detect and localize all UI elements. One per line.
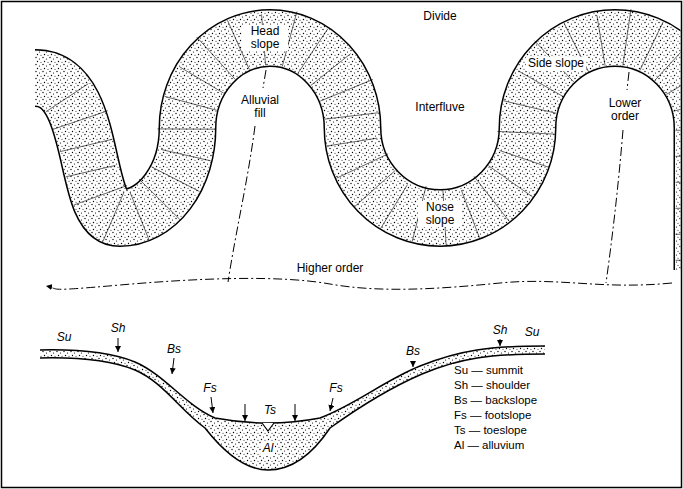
slope-label: Head slope [242, 25, 288, 51]
drainage-line [676, 234, 681, 235]
divide-label: Divide [421, 10, 458, 23]
drainage-line [500, 151, 548, 168]
drainage-line [666, 65, 680, 94]
valley-line [263, 70, 266, 88]
drainage-line [74, 186, 128, 206]
band-stipple [35, 38, 681, 270]
drainage-line [640, 22, 663, 71]
drainage-line [165, 96, 217, 110]
key-entry: Fs — footslope [452, 409, 533, 422]
drainage-line [676, 130, 681, 131]
drainage-line [497, 131, 554, 134]
drainage-line [320, 79, 373, 101]
drainage-line [504, 101, 557, 113]
ground-surface [40, 346, 545, 423]
key-entry: Sh — shoulder [452, 379, 532, 392]
drainage-line [673, 98, 680, 111]
valley-line [228, 126, 255, 282]
drainage-line [161, 149, 211, 160]
drainage-line [676, 156, 681, 157]
stream-lines [46, 70, 672, 289]
valley-label: Alluvial fill [233, 94, 287, 120]
higher-order-stream [46, 278, 672, 289]
drainage-line [381, 185, 408, 229]
position-label: Fs [327, 382, 344, 395]
position-label: Al [261, 442, 276, 455]
channel-notch [262, 423, 274, 431]
drainage-line [157, 128, 214, 129]
position-label: Bs [165, 343, 183, 356]
drainage-line [355, 170, 395, 206]
valley-line [627, 72, 629, 90]
drainage-line [597, 15, 605, 65]
band-ground [35, 38, 681, 270]
drainage-lines [46, 9, 681, 260]
drainage-line [197, 37, 235, 79]
position-arrows [118, 338, 500, 421]
drainage-line [54, 111, 108, 129]
cross-section [40, 338, 545, 470]
slope-label: Side slope [526, 57, 586, 70]
drainage-line [325, 113, 379, 119]
drainage-line [152, 167, 200, 192]
key-entry: Su — summit [452, 364, 525, 377]
drainage-line [180, 67, 224, 93]
position-label: Bs [404, 345, 422, 358]
key-entry: Al — alluvium [452, 439, 526, 452]
drainage-line [474, 176, 509, 221]
soil-layer [40, 346, 545, 470]
band-outline [35, 38, 681, 270]
position-label: Su [523, 326, 542, 339]
position-label: Fs [201, 382, 218, 395]
drainage-line [461, 190, 479, 238]
position-label: Sh [491, 324, 510, 337]
interfluve-label: Interfluve [413, 101, 466, 114]
position-label: Sh [109, 322, 128, 335]
drainage-line [66, 165, 116, 176]
drainage-line [327, 138, 377, 146]
drainage-line [139, 179, 179, 219]
drainage-line [298, 29, 328, 74]
slope-band [35, 9, 681, 270]
stream-order-label: Lower order [601, 97, 649, 123]
position-label: Ts [262, 404, 278, 417]
slope-label: Nose slope [418, 201, 462, 227]
key-entry: Bs — backslope [452, 394, 539, 407]
drainage-line [488, 166, 532, 197]
drainage-line [337, 154, 389, 178]
drainage-line [655, 43, 681, 80]
valley-line [606, 130, 623, 283]
drainage-line [676, 208, 681, 209]
drainage-line [676, 182, 681, 183]
drainage-line [46, 84, 89, 112]
drainage-line [130, 192, 149, 239]
position-label: Su [55, 331, 74, 344]
drainage-line [311, 54, 351, 86]
bedrock-contact [40, 354, 545, 470]
key-entry: Ts — toeslope [452, 424, 529, 437]
drainage-line [518, 71, 562, 96]
drainage-line [623, 9, 631, 65]
drainage-line [103, 192, 124, 242]
drainage-line [676, 260, 681, 261]
stream-order-label: Higher order [295, 262, 366, 275]
drainage-line [60, 139, 113, 151]
